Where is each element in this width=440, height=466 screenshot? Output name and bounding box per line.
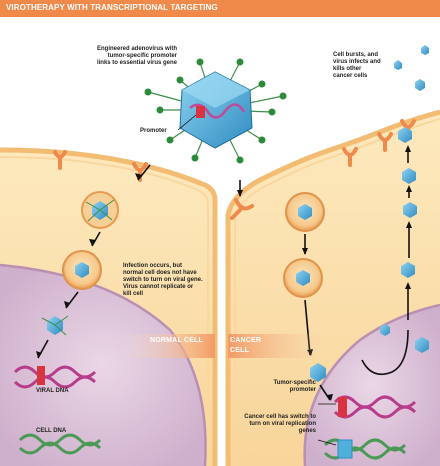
arrowheads: [36, 145, 412, 401]
cancer-dna: [323, 395, 417, 460]
label-cell-dna: CELL DNA: [36, 428, 67, 434]
normal-cell-tag: NORMAL CELL: [150, 337, 204, 344]
label-tumor-specific-promoter: Tumor-specific promoter: [273, 380, 316, 393]
label-promoter: Promoter: [140, 128, 167, 134]
cancer-cell-tag: CANCER CELL: [230, 337, 262, 354]
label-cell-bursts: Cell bursts, and virus infects and kills…: [333, 52, 381, 79]
normal-tag-bg: [120, 334, 215, 358]
title-bar: [0, 0, 440, 17]
label-infection-occurs: Infection occurs, but normal cell does n…: [123, 263, 203, 297]
label-cancer-cell-switch: Cancer cell has switch to turn on viral …: [244, 414, 316, 434]
cancer-nucleus: [303, 303, 440, 466]
label-engineered-adenovirus: Engineered adenovirus with tumor-specifi…: [96, 46, 177, 66]
main-adenovirus: [144, 58, 287, 164]
cancer-tag-bg: [228, 334, 323, 358]
label-viral-dna: VIRAL DNA: [36, 388, 69, 394]
small-viruses: [41, 45, 429, 382]
normal-dna: [13, 365, 102, 455]
normal-nucleus: [0, 263, 207, 466]
page-title: VIROTHERAPY WITH TRANSCRIPTIONAL TARGETI…: [6, 3, 218, 12]
